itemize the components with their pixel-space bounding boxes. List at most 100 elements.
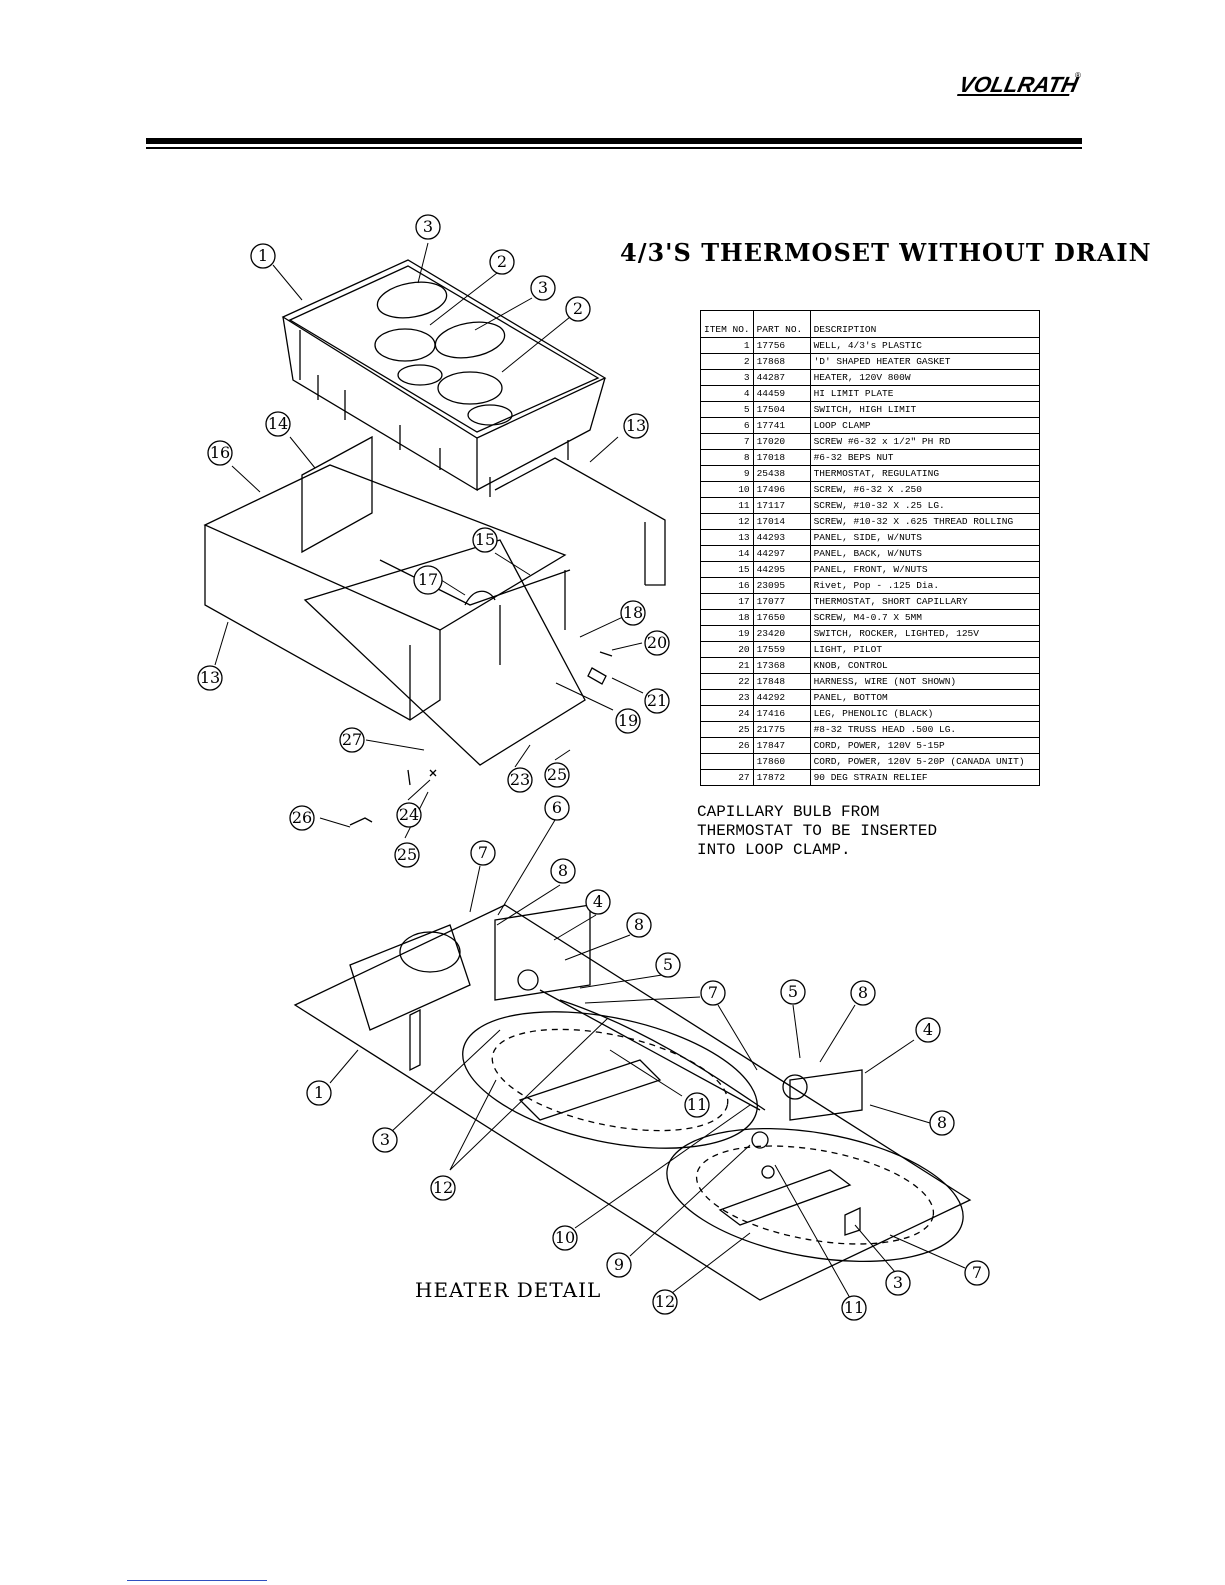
part-no-cell: 17020 (752, 433, 811, 450)
item-no-cell: 19 (700, 625, 754, 642)
part-no-cell: 44297 (752, 545, 811, 562)
callout-number: 3 (423, 217, 433, 236)
callout-number: 16 (210, 443, 230, 462)
part-no-cell: 44295 (752, 561, 811, 578)
callout-number: 4 (923, 1020, 933, 1039)
item-no-cell: 10 (700, 481, 754, 498)
callout-number: 11 (687, 1095, 707, 1114)
description-cell: THERMOSTAT, SHORT CAPILLARY (809, 593, 1040, 610)
part-no-cell: 17860 (752, 753, 811, 770)
description-cell: #6-32 BEPS NUT (809, 449, 1040, 466)
callout-number: 4 (593, 892, 603, 911)
column-header-item-no: ITEM NO. (700, 310, 754, 338)
part-no-cell: 44459 (752, 385, 811, 402)
item-no-cell: 17 (700, 593, 754, 610)
callout-number: 25 (547, 765, 567, 784)
part-no-cell: 17014 (752, 513, 811, 530)
part-no-cell: 17756 (752, 337, 811, 354)
callout-number: 7 (478, 843, 488, 862)
item-no-cell: 11 (700, 497, 754, 514)
item-no-cell: 24 (700, 705, 754, 722)
item-no-cell: 18 (700, 609, 754, 626)
header-rule-thin (146, 147, 1082, 149)
description-cell: PANEL, SIDE, W/NUTS (809, 529, 1040, 546)
description-cell: SCREW, M4-0.7 X 5MM (809, 609, 1040, 626)
description-cell: SCREW #6-32 x 1/2" PH RD (809, 433, 1040, 450)
capillary-note: CAPILLARY BULB FROM THERMOSTAT TO BE INS… (697, 803, 938, 859)
description-cell: #8-32 TRUSS HEAD .500 LG. (809, 721, 1040, 738)
callout-number: 3 (893, 1273, 903, 1292)
footer-link-line (127, 1580, 267, 1581)
item-no-cell: 2 (700, 353, 754, 370)
part-no-cell: 44292 (752, 689, 811, 706)
column-header-part-no: PART NO. (752, 310, 811, 338)
vollrath-logo: VOLLRATH ® (957, 71, 1081, 97)
callout-number: 5 (663, 955, 673, 974)
callout-number: 1 (258, 246, 268, 265)
part-no-cell: 17848 (752, 673, 811, 690)
callout-number: 19 (618, 711, 638, 730)
description-cell: SWITCH, ROCKER, LIGHTED, 125V (809, 625, 1040, 642)
description-cell: PANEL, BACK, W/NUTS (809, 545, 1040, 562)
diagram-title: 4/3'S THERMOSET WITHOUT DRAIN (620, 238, 1152, 267)
callout-number: 13 (626, 416, 646, 435)
callout-number: 5 (788, 982, 798, 1001)
description-cell: THERMOSTAT, REGULATING (809, 465, 1040, 482)
callout-number: 10 (555, 1228, 575, 1247)
item-no-cell: 23 (700, 689, 754, 706)
callout-number: 7 (708, 983, 718, 1002)
callout-number: 20 (647, 633, 667, 652)
callout-number: 17 (418, 570, 438, 589)
item-no-cell: 6 (700, 417, 754, 434)
callout-number: 2 (497, 252, 507, 271)
item-no-cell: 8 (700, 449, 754, 466)
svg-text:®: ® (1075, 71, 1081, 80)
header-rule (146, 138, 1082, 144)
heater-detail-drawing (293, 904, 972, 1301)
description-cell: CORD, POWER, 120V 5-20P (CANADA UNIT) (809, 753, 1040, 770)
description-cell: LOOP CLAMP (809, 417, 1040, 434)
callout-number: 6 (552, 798, 562, 817)
callout-number: 13 (200, 668, 220, 687)
part-no-cell: 17368 (752, 657, 811, 674)
item-no-cell: 16 (700, 577, 754, 594)
item-no-cell: 9 (700, 465, 754, 482)
callout-number: 21 (647, 691, 667, 710)
callout-number: 1 (314, 1083, 324, 1102)
part-no-cell: 21775 (752, 721, 811, 738)
part-no-cell: 17650 (752, 609, 811, 626)
description-cell: LEG, PHENOLIC (BLACK) (809, 705, 1040, 722)
item-no-cell: 27 (700, 769, 754, 786)
item-no-cell: 4 (700, 385, 754, 402)
item-no-cell: 12 (700, 513, 754, 530)
description-cell: PANEL, FRONT, W/NUTS (809, 561, 1040, 578)
description-cell: SCREW, #10-32 X .625 THREAD ROLLING (809, 513, 1040, 530)
part-no-cell: 17117 (752, 497, 811, 514)
item-no-cell: 14 (700, 545, 754, 562)
part-no-cell: 17741 (752, 417, 811, 434)
svg-text:VOLLRATH: VOLLRATH (957, 72, 1081, 97)
description-cell: HARNESS, WIRE (NOT SHOWN) (809, 673, 1040, 690)
description-cell: HEATER, 120V 800W (809, 369, 1040, 386)
part-no-cell: 17496 (752, 481, 811, 498)
part-no-cell: 25438 (752, 465, 811, 482)
